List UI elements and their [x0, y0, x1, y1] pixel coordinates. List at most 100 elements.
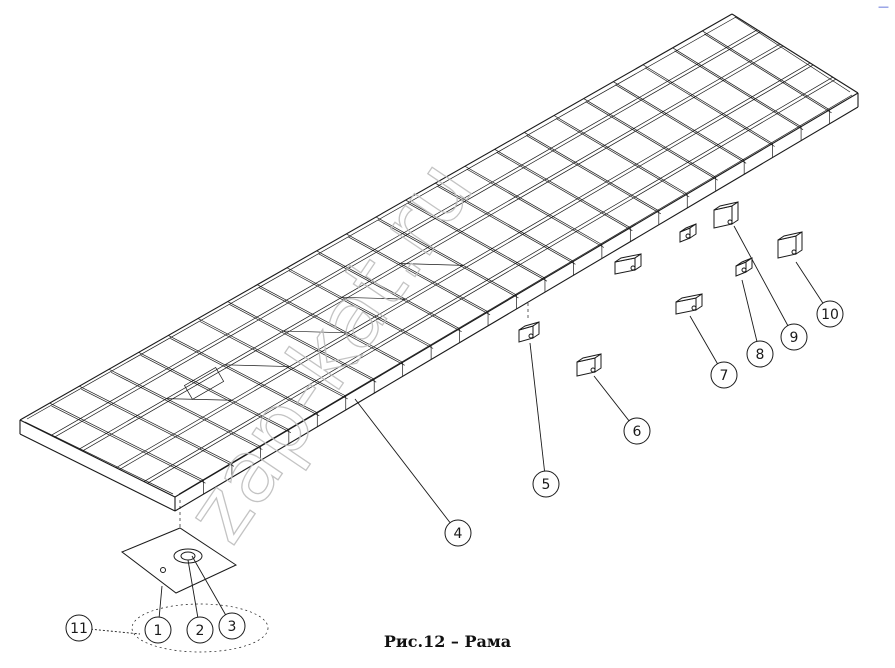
frame-long-member	[81, 45, 784, 452]
frame-cross-member	[407, 202, 548, 282]
frame-long-member	[53, 31, 761, 438]
frame-cross-member	[674, 50, 804, 130]
callout-7: 7	[710, 361, 738, 389]
callout-label: 4	[454, 526, 463, 542]
callout-label: 1	[154, 623, 163, 639]
group-outline	[131, 603, 269, 653]
callout-11: 11	[65, 614, 93, 642]
frame-top-edge	[731, 13, 859, 94]
bracket-9	[713, 201, 739, 229]
frame-cross-member	[51, 405, 206, 484]
callout-1: 1	[144, 616, 172, 644]
frame-cross-member	[583, 98, 716, 178]
frame-cross-member	[585, 101, 718, 181]
bracket-5	[518, 321, 540, 343]
frame-cross-member	[318, 253, 462, 332]
bracket-6	[576, 353, 602, 377]
frame-cross-member	[464, 165, 603, 245]
frame-long-member	[115, 62, 811, 469]
frame-cross-member	[672, 47, 802, 127]
figure-caption: Рис.12 – Рама	[383, 632, 512, 651]
frame-long-member	[50, 29, 758, 436]
frame-cross-member	[613, 81, 745, 161]
frame-cross-member	[316, 250, 460, 329]
frame-cross-member	[348, 236, 491, 316]
frame-rail-lip	[24, 421, 174, 495]
callout-4: 4	[444, 519, 472, 547]
kingpin-3	[180, 551, 196, 561]
callout-label: 3	[228, 619, 237, 635]
frame-cross-member	[286, 267, 432, 346]
frame-cross-member	[257, 284, 403, 363]
frame-cross-member	[553, 115, 688, 195]
frame-cross-member	[259, 287, 405, 366]
frame-cross-member	[199, 321, 348, 400]
leader-line-5	[529, 342, 547, 485]
frame-cross-member	[405, 199, 546, 279]
bracket-8	[735, 257, 753, 277]
frame-cross-member	[496, 152, 633, 231]
leader-line-4	[354, 398, 459, 534]
frame-cross-member	[108, 368, 261, 447]
bracket-7	[675, 293, 703, 315]
frame-cross-member	[81, 388, 235, 467]
frame-cross-member	[227, 301, 375, 380]
frame-cross-member	[79, 385, 233, 464]
frame-brace	[341, 296, 406, 300]
leader-line-9	[733, 225, 795, 338]
bracket-10	[777, 231, 803, 259]
frame-cross-member	[168, 335, 318, 414]
bracket-small	[679, 223, 697, 243]
frame-cross-member	[704, 33, 832, 114]
frame-brace	[283, 330, 348, 334]
frame-cross-member	[229, 304, 377, 383]
callout-2: 2	[186, 616, 214, 644]
frame-cross-member	[377, 219, 519, 299]
frame-cross-member	[140, 355, 291, 433]
frame-cross-member	[288, 270, 434, 349]
frame-cross-member	[197, 318, 346, 397]
trailer-frame	[19, 13, 859, 512]
frame-brace	[400, 263, 464, 266]
frame-long-member	[118, 64, 814, 471]
frame-long-member	[146, 78, 836, 484]
frame-cross-member	[170, 338, 320, 417]
callout-5: 5	[532, 470, 560, 498]
frame-cross-member	[138, 352, 289, 430]
corner-mark: —	[878, 0, 889, 13]
callout-label: 9	[790, 330, 799, 346]
kingpin-seat	[184, 367, 225, 400]
callout-label: 8	[756, 347, 765, 363]
callout-8: 8	[746, 340, 774, 368]
frame-cross-member	[644, 67, 775, 147]
frame-cross-member	[466, 168, 605, 248]
frame-cross-member	[437, 185, 576, 265]
callout-label: 7	[720, 368, 729, 384]
frame-cross-member	[49, 402, 204, 481]
callout-10: 10	[816, 300, 844, 328]
bracket-small	[614, 253, 642, 275]
frame-top-edge	[19, 419, 176, 498]
callout-label: 5	[542, 477, 551, 493]
callout-label: 2	[196, 623, 205, 639]
callout-balloons: 1 2 3 4 5 6 7 8 9 10 11	[65, 300, 844, 644]
kingpin-plate	[121, 300, 529, 653]
frame-brace	[166, 398, 232, 401]
frame-cross-member	[435, 182, 574, 262]
frame-cross-member	[526, 135, 661, 215]
frame-rail-lip	[734, 16, 851, 93]
frame-cross-member	[375, 216, 517, 296]
callout-label: 11	[70, 621, 88, 637]
frame-bottom-edge	[19, 433, 176, 512]
callout-label: 6	[633, 424, 642, 440]
plate-hole	[160, 567, 166, 573]
callout-3: 3	[218, 612, 246, 640]
callout-9: 9	[780, 323, 808, 351]
frame-long-member	[143, 76, 833, 482]
frame-cross-member	[524, 132, 659, 212]
frame-cross-member	[642, 64, 773, 144]
frame-cross-member	[494, 149, 631, 228]
frame-brackets	[518, 201, 803, 377]
frame-brace	[224, 364, 290, 367]
